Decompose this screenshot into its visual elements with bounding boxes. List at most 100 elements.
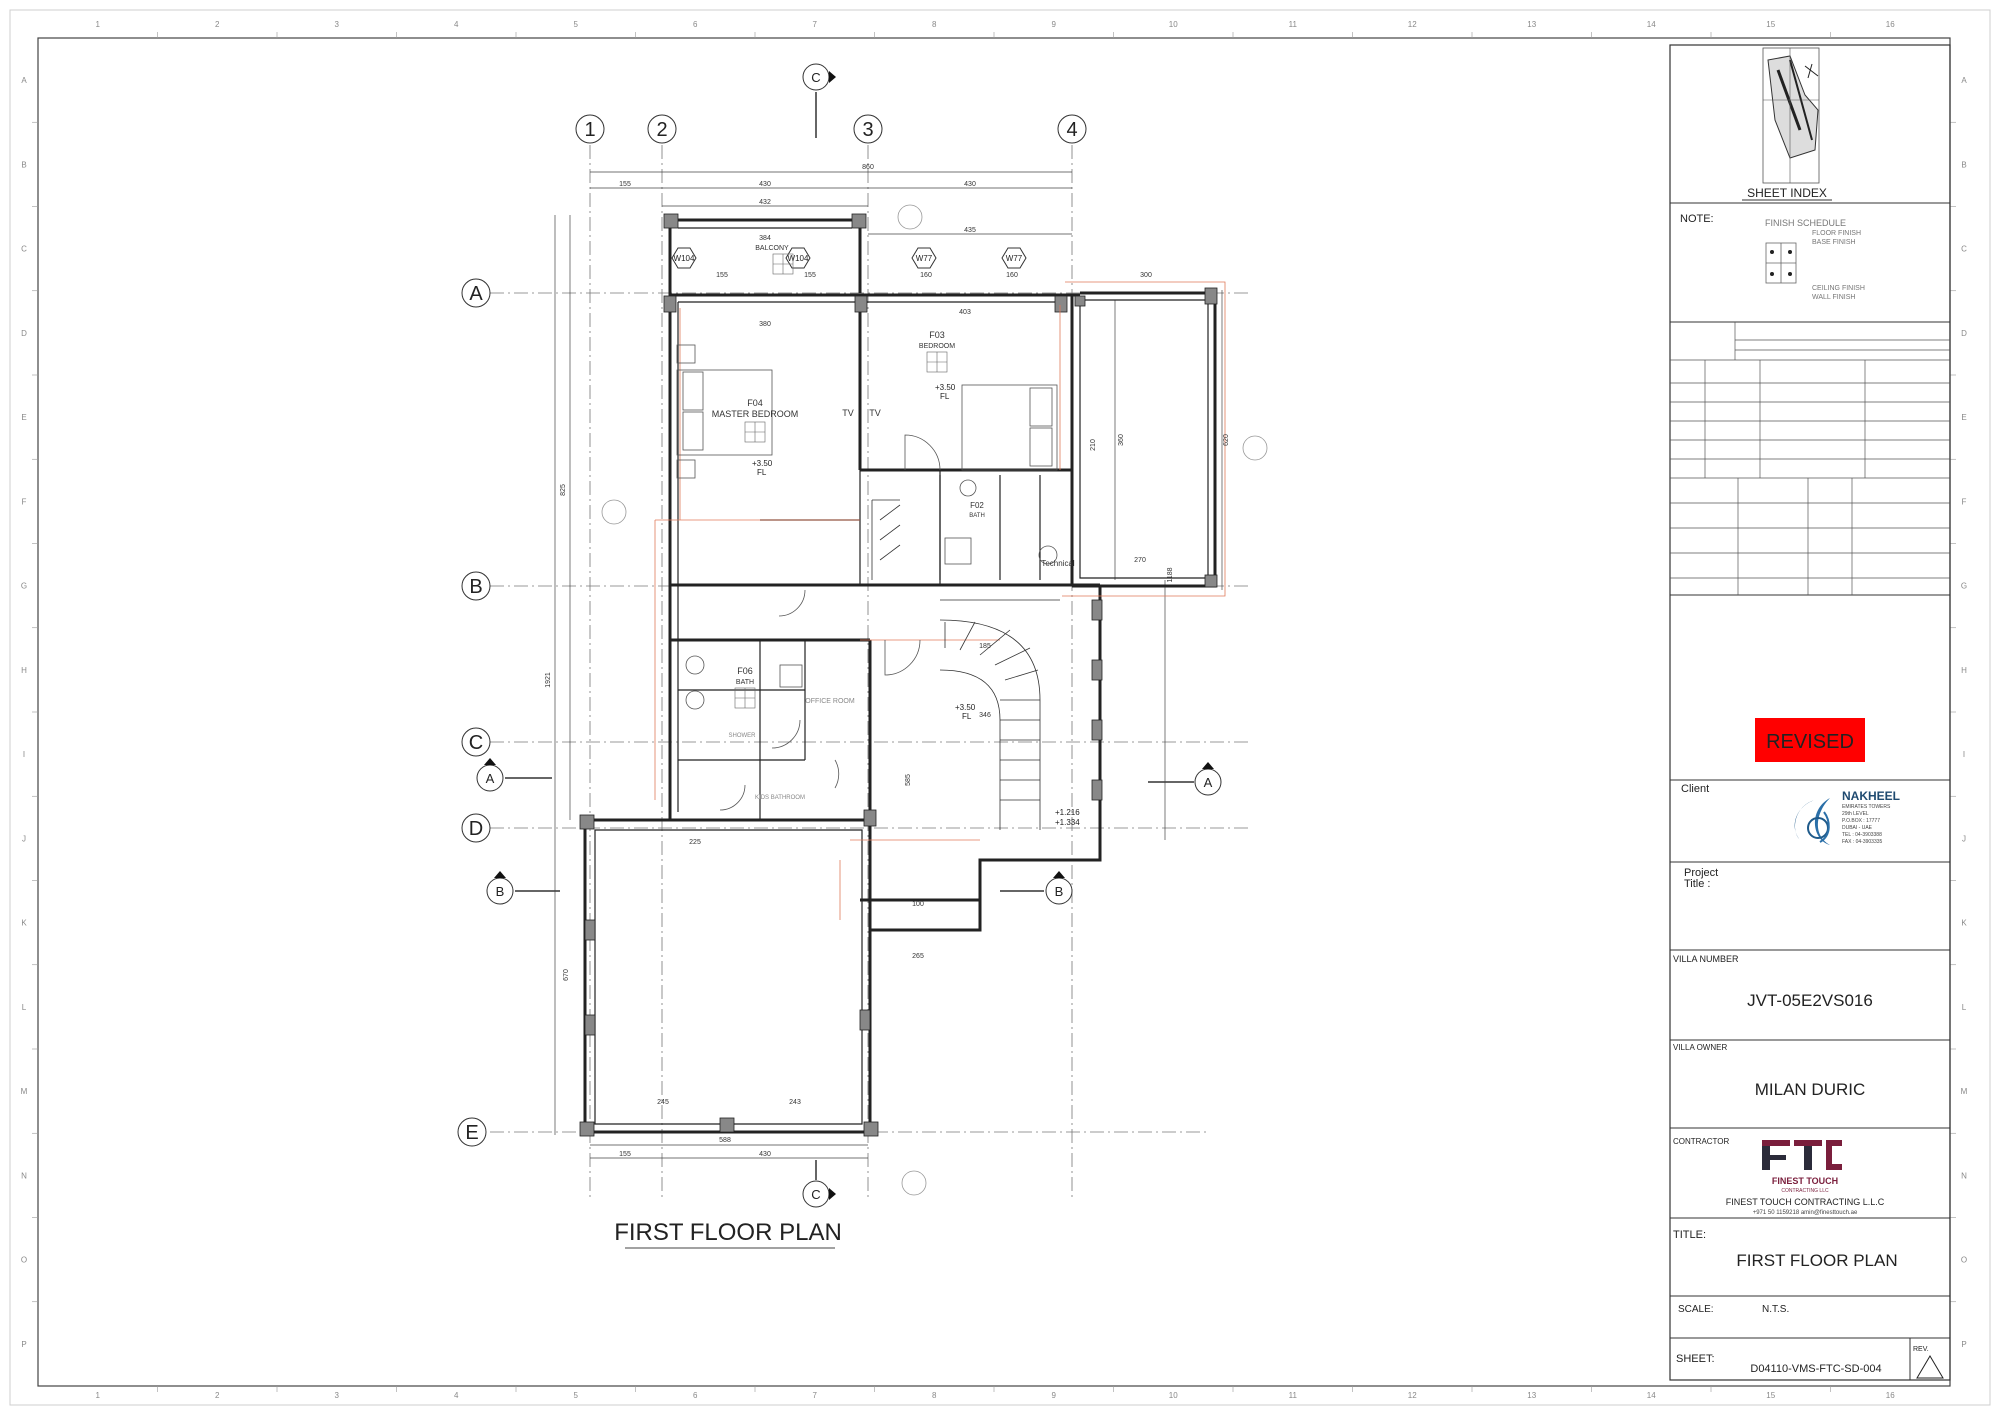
dim-270: 270	[1134, 557, 1146, 564]
ruler-letter: L	[1962, 1003, 1967, 1012]
ruler-number: 16	[1886, 1391, 1895, 1400]
client-label: Client	[1681, 783, 1709, 795]
revised-stamp	[1755, 718, 1865, 762]
tv-label-2: TV	[869, 408, 881, 418]
nakheel-name: NAKHEEL	[1842, 789, 1900, 803]
key-plan	[1762, 47, 1820, 184]
ruler-letter: A	[21, 76, 27, 85]
ruler-letter: M	[21, 1087, 28, 1096]
title-block: SHEET INDEX NOTE: FINISH SCHEDULE FLOOR …	[1669, 44, 1951, 1381]
ruler-number: 15	[1766, 1391, 1775, 1400]
dim-r4: 1188	[1167, 567, 1174, 582]
finish-item-floor: FLOOR FINISH	[1812, 230, 1861, 237]
room-code-f02: F02	[970, 501, 984, 510]
room-labels: F04 MASTER BEDROOM F03 BEDROOM F02 BATH …	[712, 245, 1075, 801]
dim-hall-w: 346	[979, 712, 991, 719]
ruler-letter: F	[1962, 497, 1967, 506]
ruler-number: 7	[813, 20, 818, 29]
grid-row-a: A	[469, 283, 483, 305]
level-4: +1.216	[1055, 808, 1080, 817]
ruler-number: 1	[96, 20, 101, 29]
ruler-letter: B	[21, 160, 26, 169]
ruler-letter: C	[1961, 245, 1967, 254]
ruler-number: 12	[1408, 20, 1417, 29]
section-b-left: B	[496, 884, 505, 899]
ruler-number: 4	[454, 1391, 459, 1400]
ruler-number: 9	[1052, 20, 1057, 29]
grid-column-bubbles: 1 2 3 4	[575, 114, 1087, 144]
room-name-f02: BATH	[969, 513, 985, 519]
room-code-f04: F04	[747, 398, 763, 408]
ruler-letter: G	[21, 582, 27, 591]
dim-balcony-w: 384	[759, 235, 771, 242]
dim-left-total: 1921	[545, 672, 552, 688]
ruler-number: 9	[1052, 1391, 1057, 1400]
ruler-letter: G	[1961, 582, 1967, 591]
note-label: NOTE:	[1680, 213, 1714, 225]
dim-ext: 300	[1140, 272, 1152, 279]
scale-value: N.T.S.	[1762, 1304, 1789, 1315]
dim-left-b: 670	[563, 969, 570, 981]
ftc-sub-2: CONTRACTING LLC	[1781, 1188, 1829, 1194]
dim-hall-h: 585	[905, 774, 912, 786]
nakheel-line-2: 29th LEVEL	[1842, 811, 1869, 817]
revised-stamp-text: REVISED	[1766, 731, 1854, 753]
window-tag-3: W77	[916, 254, 933, 263]
ruler-letter: K	[1961, 919, 1967, 928]
nakheel-line-5: TEL : 04-3903388	[1842, 832, 1882, 838]
grid-row-bubbles: A B C D E	[457, 278, 491, 1147]
balcony-label: BALCONY	[755, 245, 789, 252]
ruler-number: 3	[335, 1391, 340, 1400]
dim-b1: 245	[657, 1099, 669, 1106]
finish-item-base: BASE FINISH	[1812, 239, 1856, 246]
ruler-letter: B	[1961, 160, 1966, 169]
ruler-number: 8	[932, 20, 937, 29]
ruler-letter: E	[21, 413, 26, 422]
ruler-letter: N	[21, 1171, 27, 1180]
dimension-labels: 860 155 430 430 432 384 435 155 155 160 …	[545, 164, 1230, 1158]
ruler-letter: C	[21, 245, 27, 254]
nakheel-line-4: DUBAI - UAE	[1842, 825, 1873, 831]
rev-label: REV.	[1913, 1346, 1929, 1353]
ruler-number: 14	[1647, 1391, 1656, 1400]
ruler-number: 11	[1289, 20, 1298, 29]
dim-r2: 210	[1090, 439, 1097, 451]
villa-number-label: VILLA NUMBER	[1673, 954, 1739, 964]
ruler-number: 13	[1527, 1391, 1536, 1400]
ftc-sub-1: FINEST TOUCH	[1772, 1176, 1838, 1186]
section-b-right: B	[1055, 884, 1064, 899]
window-tags: W104 W104 W77 W77	[671, 247, 1027, 269]
dim-w3: 160	[920, 272, 932, 279]
grid-col-3: 3	[862, 119, 873, 141]
nakheel-line-6: FAX : 04-3903335	[1842, 839, 1883, 845]
ruler-letter: M	[1961, 1087, 1968, 1096]
ruler-number: 7	[813, 1391, 818, 1400]
ruler-number: 6	[693, 20, 698, 29]
grid-row-d: D	[469, 818, 483, 840]
dim-bottom-total: 588	[719, 1137, 731, 1144]
section-c-bottom: C	[811, 1187, 820, 1202]
window-tag-1: W104	[674, 254, 695, 263]
ruler-letter: D	[21, 329, 27, 338]
plan-title: FIRST FLOOR PLAN	[614, 1219, 842, 1246]
dim-w1: 155	[716, 272, 728, 279]
ruler-letter: K	[21, 919, 27, 928]
sheet-border	[37, 37, 1951, 1387]
dim-b2: 243	[789, 1099, 801, 1106]
section-a-right: A	[1204, 775, 1213, 790]
ruler-letter: P	[1961, 1340, 1966, 1349]
dim-w2: 155	[804, 272, 816, 279]
office-label: OFFICE ROOM	[805, 698, 855, 705]
ruler-letter: A	[1961, 76, 1967, 85]
nakheel-logo	[1794, 798, 1830, 845]
level-1-suffix: FL	[757, 468, 767, 477]
ruler-number: 11	[1289, 1391, 1298, 1400]
ruler-letter: O	[1961, 1256, 1967, 1265]
dim-bottom-a: 155	[619, 1151, 631, 1158]
section-c-top: C	[811, 70, 820, 85]
ruler-letter: J	[22, 834, 26, 843]
ruler-number: 14	[1647, 20, 1656, 29]
